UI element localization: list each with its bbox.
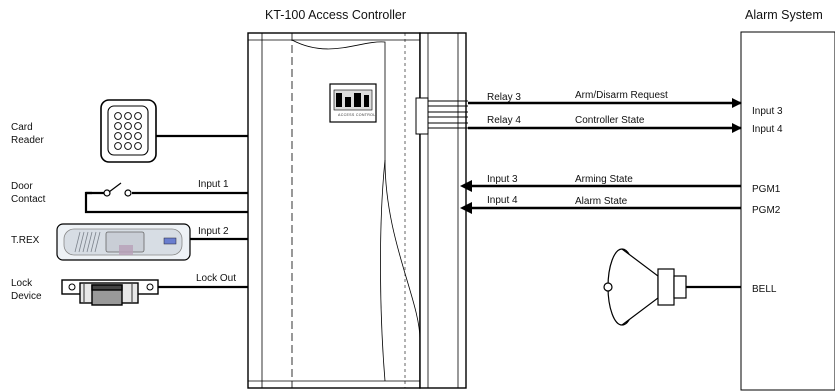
door-contact-switch [86,182,132,197]
door-contact-return-wire [84,191,248,214]
keypad-key [124,132,132,140]
keypad-key [134,142,142,150]
brand-logo [329,83,377,123]
input4-desc: Alarm State [575,196,628,207]
input3-label: Input 3 [487,174,518,185]
keypad-key [114,112,122,120]
keypad-key [134,132,142,140]
keypad-key [124,122,132,130]
card-reader-device [100,99,157,163]
input2-label: Input 2 [198,226,229,237]
relay4-desc: Controller State [575,115,645,126]
input4-label: Input 4 [487,195,518,206]
keypad-key [114,122,122,130]
controller-title: KT-100 Access Controller [265,8,407,22]
alarm-input4-terminal: Input 4 [752,124,783,135]
keypad-key [114,142,122,150]
door-contact-label-line1: Door [11,181,33,192]
trex-label: T.REX [11,235,40,246]
card-reader-label-line2: Reader [11,135,44,146]
input3-arrowhead [460,180,472,192]
alarm-bell-terminal: BELL [752,284,777,295]
alarm-pgm2-terminal: PGM2 [752,205,781,216]
card-reader-label-line1: Card [11,122,33,133]
input3-desc: Arming State [575,174,633,185]
keypad-key [134,122,142,130]
lock-device [61,279,159,306]
bell-horn [603,248,741,326]
alarm-system-box [740,31,835,391]
alarm-system-title: Alarm System [745,8,823,22]
trex-device [56,223,191,261]
alarm-input3-terminal: Input 3 [752,106,783,117]
relay4-label: Relay 4 [487,115,521,126]
relay3-label: Relay 3 [487,92,521,103]
lock-out-label: Lock Out [196,273,237,284]
right-wiring [468,98,742,210]
keypad-key [134,112,142,120]
keypad-key [124,142,132,150]
brand-mark-text: ACCESS CONTROL [338,113,376,117]
door-contact-label-line2: Contact [11,194,46,205]
alarm-pgm1-terminal: PGM1 [752,184,781,195]
input4-arrowhead [460,202,472,214]
keypad-key [124,112,132,120]
input1-label: Input 1 [198,179,229,190]
lock-device-label-line2: Device [11,291,42,302]
keypad-key [114,132,122,140]
right-wiring-arrowheads [460,180,472,214]
relay3-desc: Arm/Disarm Request [575,90,668,101]
lock-device-label-line1: Lock [11,278,33,289]
